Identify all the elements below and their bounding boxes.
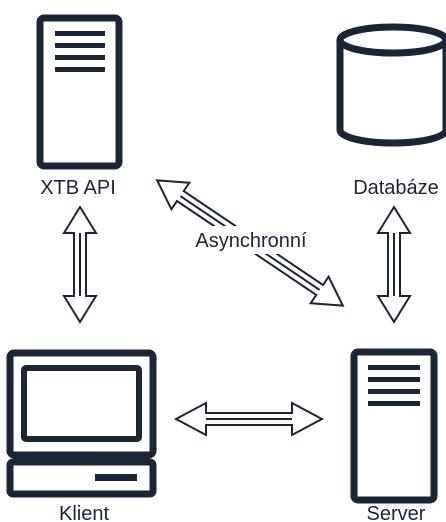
arrow-database-server: [376, 205, 412, 324]
xtb-api-label: XTB API: [40, 177, 116, 199]
async-edge-label: Asynchronní: [195, 230, 307, 252]
database-label: Databáze: [353, 177, 439, 199]
arrow-xtb-client: [62, 205, 98, 324]
arrow-client-server: [173, 401, 325, 437]
server-tower-icon: [350, 348, 438, 504]
server-label: Server: [367, 503, 426, 522]
database-icon: [336, 23, 446, 147]
client-computer-icon: [6, 349, 157, 498]
client-label: Klient: [59, 503, 109, 522]
xtb-api-server-icon: [36, 14, 123, 170]
async-label-background: [190, 226, 312, 254]
